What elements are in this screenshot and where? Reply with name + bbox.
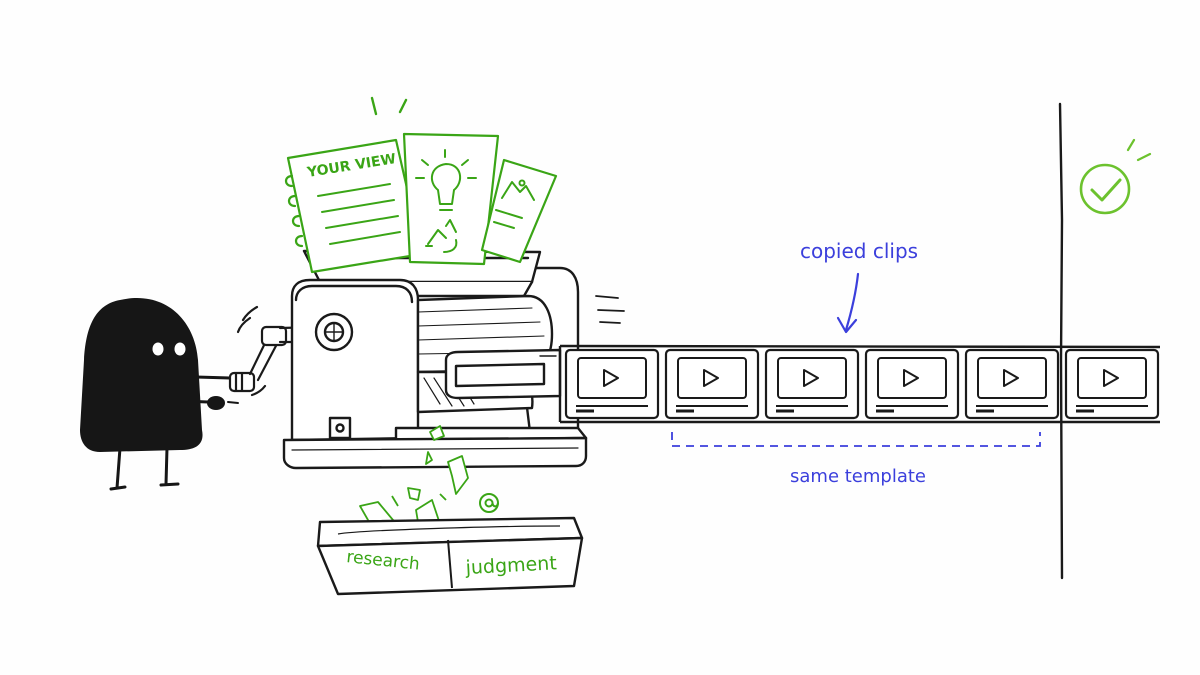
- copied-clips-annotation: copied clips: [800, 239, 918, 334]
- clip-frame: [764, 348, 860, 420]
- clip-frames: [564, 348, 1160, 420]
- tray: research judgment: [316, 516, 584, 596]
- notebook-page: YOUR VIEW: [284, 138, 424, 274]
- character: [80, 298, 247, 491]
- play-icon: [903, 369, 919, 387]
- same-template-annotation: same template: [671, 432, 1041, 487]
- check-circle-icon: [1079, 138, 1152, 215]
- finish-line: [1058, 102, 1064, 580]
- play-icon: [1103, 369, 1119, 387]
- image-icon: [493, 179, 535, 229]
- copied-clips-label: copied clips: [800, 239, 918, 263]
- play-icon: [1003, 369, 1019, 387]
- idea-page: [402, 132, 500, 266]
- film-strip: [558, 344, 1161, 424]
- lightbulb-icon: [415, 149, 477, 211]
- same-template-label: same template: [790, 466, 926, 487]
- clip-frame: [1064, 348, 1160, 420]
- play-icon: [703, 369, 719, 387]
- play-icon: [803, 369, 819, 387]
- input-papers: YOUR VIEW: [284, 96, 558, 274]
- clip-frame: [664, 348, 760, 420]
- at-sign-icon: [479, 493, 499, 513]
- clip-frame: [564, 348, 660, 420]
- image-page: [480, 158, 558, 264]
- recycle-icon: [425, 219, 458, 253]
- clip-frame: [964, 348, 1060, 420]
- tray-label-judgment: judgment: [464, 552, 557, 579]
- play-icon: [603, 369, 619, 387]
- clip-frame: [864, 348, 960, 420]
